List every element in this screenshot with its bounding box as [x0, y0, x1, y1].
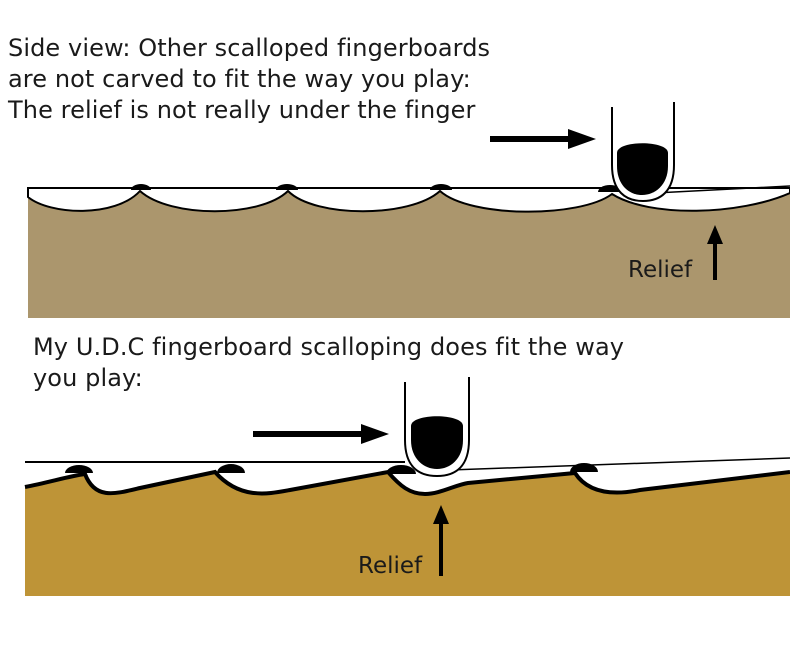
- pointer-arrow-icon: [490, 129, 596, 149]
- pointer-arrow-icon: [253, 424, 389, 444]
- udc-scallop-diagram: Relief: [24, 377, 790, 596]
- relief-arrow-icon: [707, 225, 723, 280]
- fret: [217, 464, 245, 473]
- finger-icon: [404, 377, 470, 478]
- generic-scallop-diagram: Relief: [27, 102, 790, 318]
- fret: [65, 465, 93, 473]
- pressed-string: [654, 185, 790, 194]
- finger-icon: [611, 102, 675, 203]
- pressed-string: [449, 457, 790, 471]
- top-caption: Side view: Other scalloped fingerboards …: [8, 34, 491, 124]
- frets: [65, 463, 598, 474]
- bottom-caption: My U.D.C fingerboard scalloping does fit…: [33, 333, 625, 392]
- fret: [386, 465, 416, 474]
- relief-label: Relief: [628, 257, 693, 283]
- scallop-cutouts: [25, 462, 790, 494]
- scallop-cutouts: [27, 187, 790, 213]
- relief-label: Relief: [358, 553, 423, 579]
- relief-arrow-icon: [433, 505, 449, 576]
- fret: [276, 184, 298, 190]
- fret: [131, 184, 151, 190]
- scallop-outline: [24, 469, 790, 497]
- fret: [570, 463, 598, 472]
- fret: [430, 184, 452, 190]
